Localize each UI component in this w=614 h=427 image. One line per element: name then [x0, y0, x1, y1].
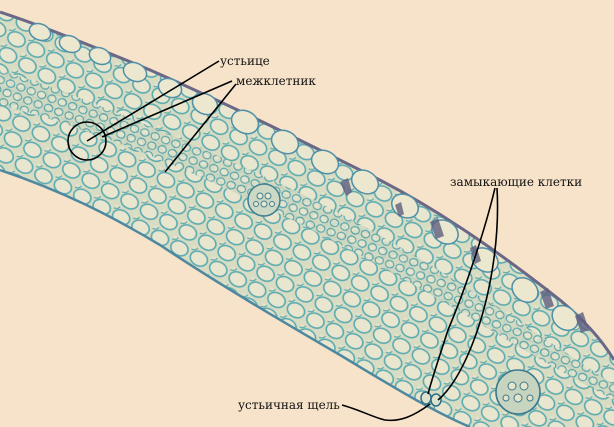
label-guard-cells: замыкающие клетки [450, 176, 582, 188]
vascular-bundle-right [496, 370, 540, 414]
label-stoma: устьице [220, 55, 270, 67]
label-stomatal-slit: устьичная щель [238, 399, 340, 411]
vascular-bundle [248, 184, 280, 216]
stomatal-slit-pointer-line [342, 404, 430, 420]
label-intercellular-space: межклетник [236, 75, 316, 87]
